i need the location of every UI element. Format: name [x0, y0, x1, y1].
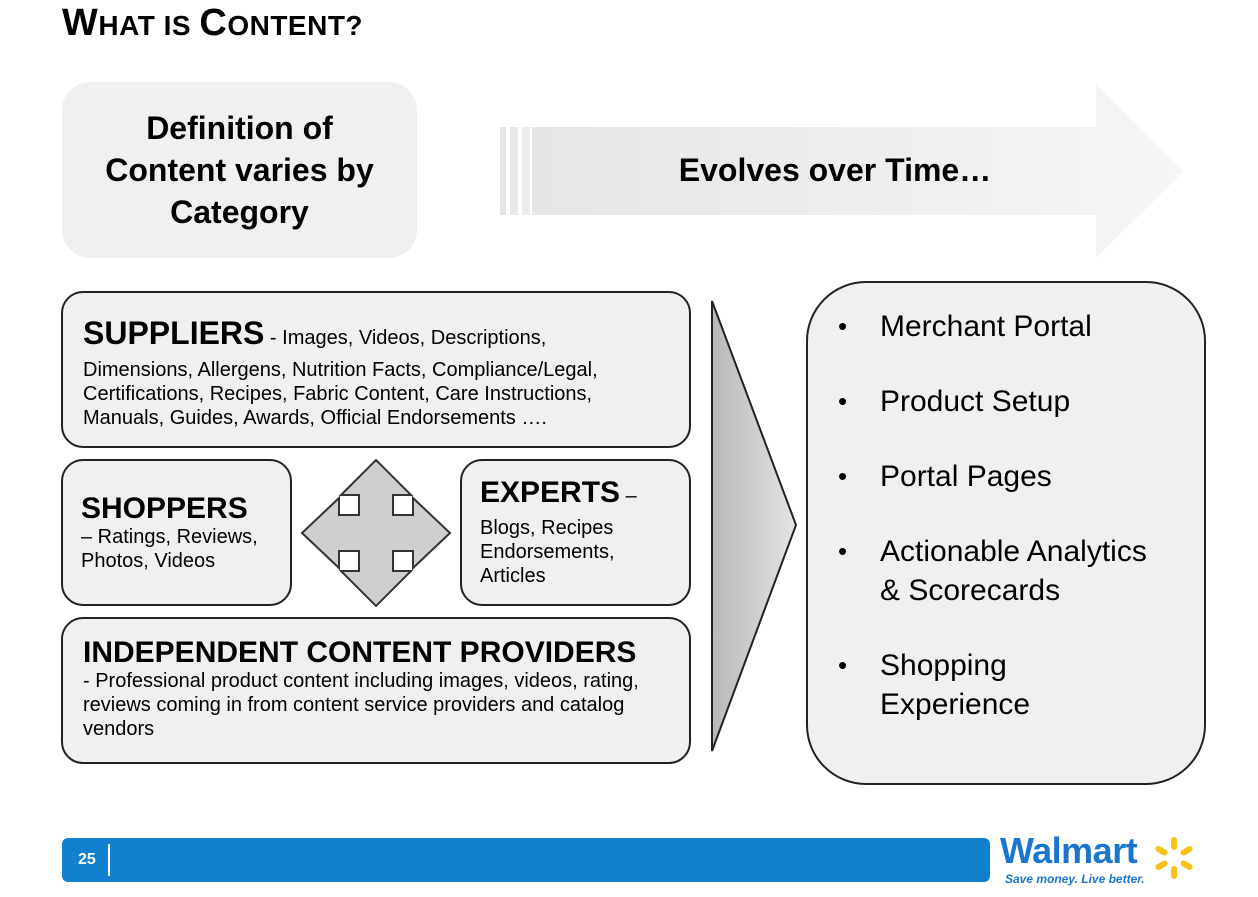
walmart-logo: Walmart Save money. Live better. — [1000, 830, 1210, 890]
icp-box: INDEPENDENT CONTENT PROVIDERS - Professi… — [61, 617, 691, 764]
suppliers-lead: - Images, Videos, Descriptions, — [264, 327, 547, 349]
experts-box: EXPERTS – Blogs, Recipes Endorsements, A… — [460, 459, 691, 606]
chevron-right-arrow — [711, 300, 798, 752]
definition-text: Definition of Content varies by Category — [105, 110, 374, 230]
shoppers-box: SHOPPERS – Ratings, Reviews, Photos, Vid… — [61, 459, 292, 606]
four-way-arrow-icon — [300, 458, 452, 608]
outcomes-box: •Merchant Portal •Product Setup •Portal … — [806, 281, 1206, 785]
evolves-label: Evolves over Time… — [678, 152, 992, 188]
logo-tagline: Save money. Live better. — [1005, 872, 1145, 886]
list-item: •Product Setup — [838, 385, 1071, 418]
page-number: 25 — [78, 851, 96, 868]
experts-heading: EXPERTS — [480, 476, 621, 509]
shoppers-body: – Ratings, Reviews, Photos, Videos — [81, 526, 258, 572]
suppliers-body: Dimensions, Allergens, Nutrition Facts, … — [83, 359, 598, 429]
icp-heading: INDEPENDENT CONTENT PROVIDERS — [83, 636, 637, 669]
list-item: •Shopping Experience — [838, 649, 1031, 721]
footer-bar: 25 — [62, 838, 990, 882]
outcomes-list: •Merchant Portal •Product Setup •Portal … — [838, 307, 1204, 724]
icp-body: - Professional product content including… — [83, 670, 639, 740]
walmart-spark-icon — [1155, 837, 1193, 879]
list-item: •Merchant Portal — [838, 310, 1092, 343]
experts-lead: – — [620, 485, 637, 507]
suppliers-heading: SUPPLIERS — [83, 315, 265, 351]
list-item: •Portal Pages — [838, 460, 1052, 493]
footer-divider — [108, 844, 110, 876]
slide-title: WHAT IS CONTENT? — [62, 2, 364, 44]
experts-body: Blogs, Recipes Endorsements, Articles — [480, 517, 615, 587]
evolves-arrow — [500, 84, 1184, 258]
suppliers-box: SUPPLIERS - Images, Videos, Descriptions… — [61, 291, 691, 448]
definition-box: Definition of Content varies by Category — [62, 82, 417, 258]
logo-wordmark: Walmart — [1000, 830, 1138, 871]
list-item: •Actionable Analytics & Scorecards — [838, 535, 1147, 607]
shoppers-heading: SHOPPERS — [81, 492, 248, 525]
